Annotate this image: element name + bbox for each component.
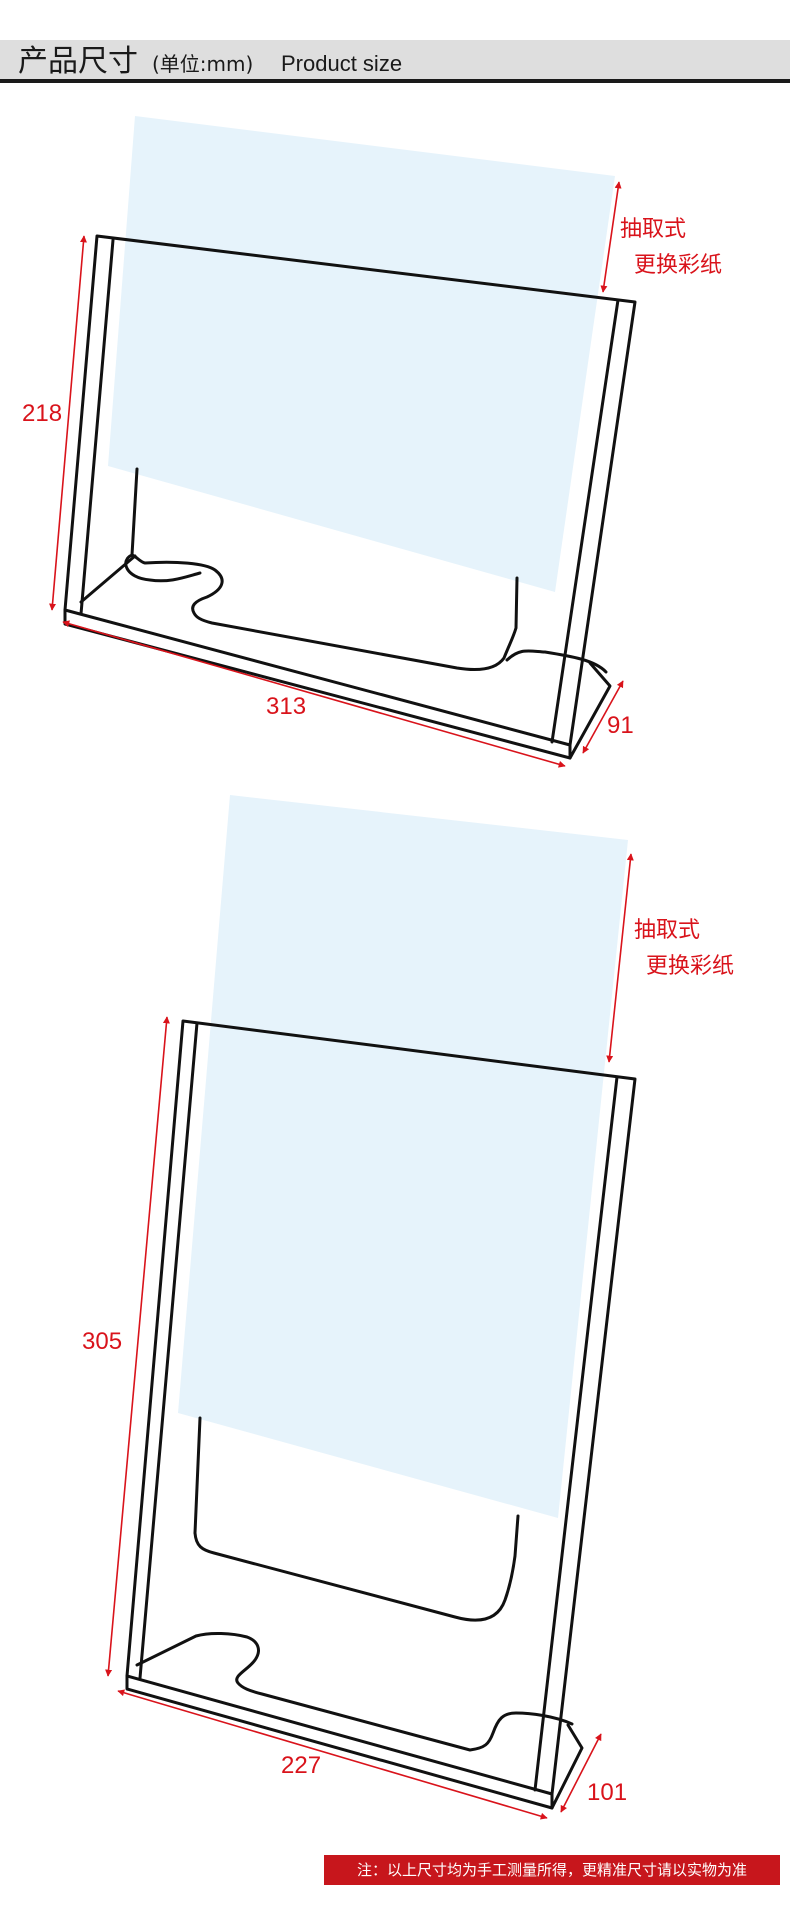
depth-arrow-top <box>582 680 624 754</box>
depth-label-bottom: 101 <box>587 1779 627 1806</box>
insert-label-bottom-line2: 更换彩纸 <box>646 954 734 979</box>
section-title-english: Product size <box>281 51 403 76</box>
landscape-stand: 218 313 91 抽取式 更换彩纸 <box>22 116 722 768</box>
height-label-top: 218 <box>22 400 62 427</box>
height-arrow-top <box>49 235 87 611</box>
insert-sheet-top <box>108 116 615 592</box>
portrait-stand: 305 227 101 抽取式 更换彩纸 <box>82 795 734 1820</box>
insert-arrow-top <box>600 181 622 293</box>
width-arrow-top <box>62 620 566 768</box>
insert-label-top-line1: 抽取式 <box>620 217 686 242</box>
insert-label-bottom-line1: 抽取式 <box>634 918 700 943</box>
height-arrow-bottom <box>105 1016 170 1677</box>
depth-label-top: 91 <box>607 712 634 739</box>
dimension-lines-top <box>49 181 624 768</box>
height-label-bottom: 305 <box>82 1328 122 1355</box>
depth-arrow-bottom <box>560 1733 602 1813</box>
measurement-note: 注：以上尺寸均为手工测量所得，更精准尺寸请以实物为准 <box>324 1855 780 1885</box>
insert-label-top-line2: 更换彩纸 <box>634 253 722 278</box>
dimension-lines-bottom <box>105 853 634 1820</box>
section-header: 产品尺寸 (单位:mm) Product size <box>0 40 790 83</box>
unit-label: (单位:mm) <box>152 52 254 76</box>
width-label-bottom: 227 <box>281 1752 321 1779</box>
insert-arrow-bottom <box>606 853 634 1063</box>
width-label-top: 313 <box>266 693 306 720</box>
width-arrow-bottom <box>117 1689 548 1820</box>
insert-sheet-bottom <box>178 795 628 1518</box>
section-title: 产品尺寸 <box>18 44 138 79</box>
